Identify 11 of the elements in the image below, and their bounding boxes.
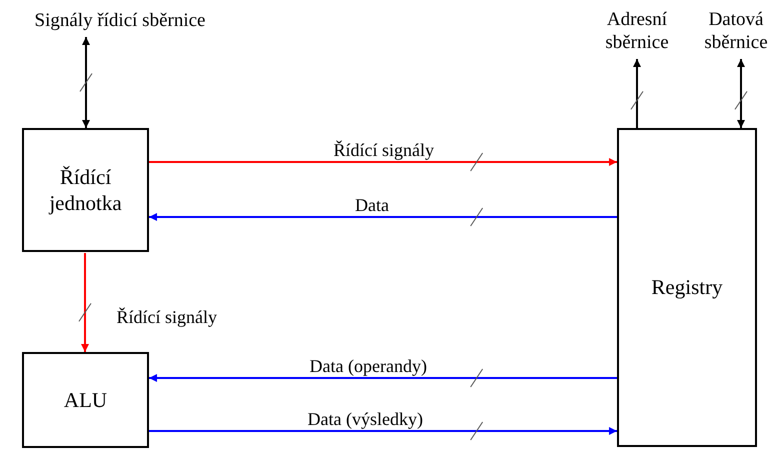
bus-label: Datová sběrnice: [703, 9, 769, 55]
block-label: Registry: [651, 274, 723, 301]
block-label: Řídící jednotka: [48, 164, 123, 216]
edge-label: Řídící signály: [332, 140, 436, 161]
block-box: [617, 128, 757, 447]
block-box: [22, 352, 149, 448]
block-box: [22, 128, 149, 252]
bus-label: Signály řídicí sběrnice: [34, 10, 206, 32]
edge-label: Řídící signály: [114, 307, 219, 328]
block-label: ALU: [64, 386, 108, 414]
bus-label: Adresní sběrnice: [604, 9, 670, 55]
